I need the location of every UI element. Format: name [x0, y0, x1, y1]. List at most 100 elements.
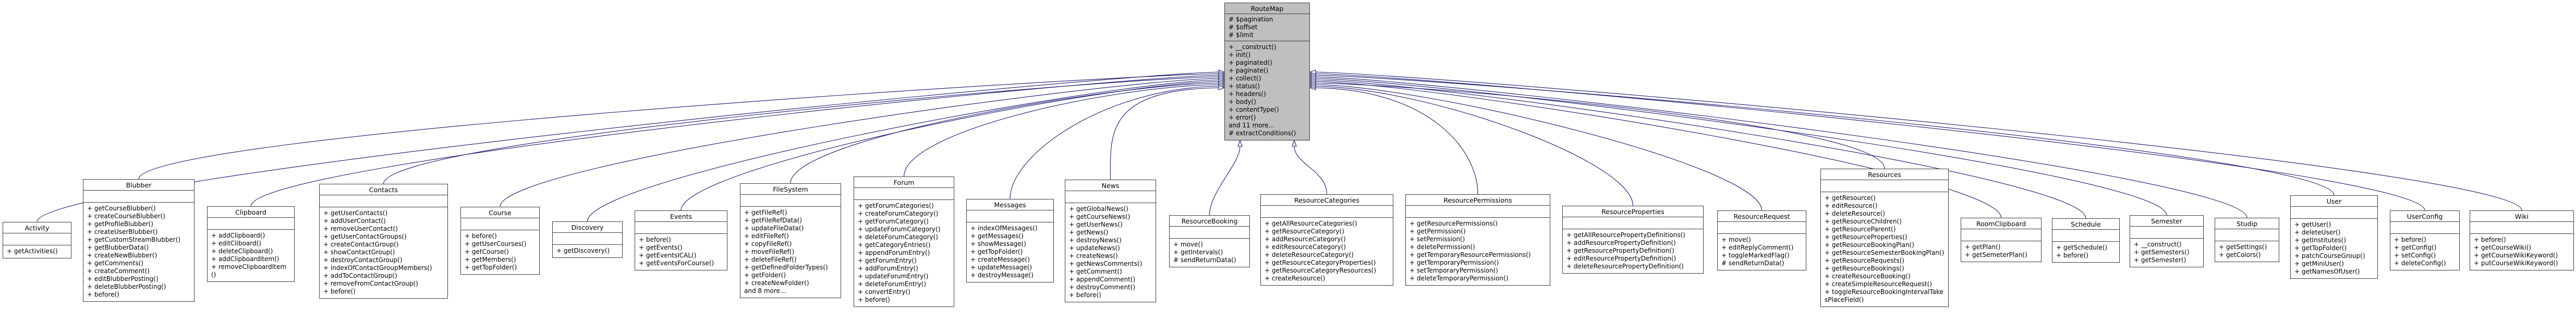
method-line: + deleteForumCategory()	[858, 233, 938, 241]
method-line: + getMiniUser()	[2294, 260, 2344, 267]
method-line: + before()	[1069, 291, 1101, 299]
method-line: + convertEntry()	[858, 288, 910, 296]
inheritance-edge-Clipboard	[250, 75, 1219, 207]
class-methods: + before()+ getEvents()+ getEventsICAL()…	[635, 234, 727, 270]
method-line: + deleteFileRef()	[744, 256, 797, 263]
class-methods: + getForumCategories()+ createForumCateg…	[854, 200, 954, 307]
class-title: ResourceCategories	[1261, 195, 1393, 206]
method-line: + init()	[1229, 51, 1251, 58]
class-methods: + getAllResourcePropertyDefinitions()+ a…	[1563, 229, 1703, 273]
method-line: + getPermission()	[1409, 228, 1466, 235]
method-line: + getUserCourses()	[465, 240, 527, 248]
method-line: + showContactGroup()	[323, 249, 395, 256]
class-title: Blubber	[83, 180, 194, 191]
class-Clipboard[interactable]: Clipboard + addClipboard()+ editCliboard…	[207, 206, 295, 282]
method-line: + toggleResourceBookingIntervalTakesPlac…	[1825, 288, 1943, 303]
class-Discovery[interactable]: Discovery + getDiscovery()	[552, 221, 623, 258]
method-line: + createUserBlubber()	[87, 228, 158, 235]
inheritance-edge-Course	[500, 78, 1219, 207]
method-line: + getMembers()	[465, 256, 516, 263]
class-attributes	[1170, 227, 1249, 239]
class-ResourceRequest[interactable]: ResourceRequest + move()+ editReplyComme…	[1717, 210, 1806, 270]
method-line: + editBlubberPosting()	[87, 275, 159, 282]
method-line: + getFolder()	[744, 272, 786, 279]
class-attributes	[967, 210, 1053, 222]
inheritance-arrowhead-ResourceCategories	[1292, 139, 1297, 147]
inheritance-edge-Events	[681, 81, 1219, 211]
class-attributes	[208, 218, 294, 230]
class-Messages[interactable]: Messages + indexOfMessages()+ getMessage…	[966, 199, 1054, 282]
class-RouteMap[interactable]: RouteMap # $pagination# $offset# $limit …	[1224, 3, 1310, 140]
inheritance-edge-Messages	[1010, 86, 1219, 199]
inheritance-edge-Contacts	[383, 76, 1219, 184]
class-Activity[interactable]: Activity + getActivities()	[3, 222, 71, 258]
class-methods: + getSchedule()+ before()	[2052, 242, 2119, 262]
method-line: + createCourseBlubber()	[87, 213, 165, 220]
method-line: + destroyNews()	[1069, 237, 1122, 244]
class-methods: + getFileRef()+ getFileRefData()+ update…	[740, 207, 841, 298]
method-line: + before()	[2056, 252, 2088, 259]
method-line: + getCourseWikiKeyword()	[2474, 252, 2558, 259]
method-line: + addClipboard()	[211, 232, 265, 239]
method-line: + getFileRefData()	[744, 217, 803, 224]
method-line: + getCourseNews()	[1069, 213, 1131, 220]
method-line: + getResourceBookings()	[1825, 265, 1904, 272]
class-Contacts[interactable]: Contacts + getUserContacts()+ addUserCon…	[319, 184, 448, 299]
class-attributes	[1718, 222, 1806, 234]
class-title: User	[2291, 196, 2377, 207]
class-ResourceProperties[interactable]: ResourceProperties + getAllResourcePrope…	[1562, 206, 1704, 274]
class-attributes	[553, 233, 622, 245]
class-Semester[interactable]: Semester + __construct()+ getSemesters()…	[2130, 215, 2204, 267]
method-line: + before()	[2474, 236, 2506, 243]
inheritance-edge-ResourceCategories	[1294, 146, 1328, 195]
class-methods: + move()+ editReplyComment()+ toggleMark…	[1718, 234, 1806, 270]
class-Resources[interactable]: Resources + getResource()+ editResource(…	[1820, 169, 1949, 307]
method-line: + getCourseBlubber()	[87, 205, 156, 212]
method-line: + move()	[1173, 241, 1203, 248]
method-line: + deleteForumEntry()	[858, 280, 927, 288]
method-line: + createMessage()	[970, 256, 1030, 263]
class-methods: + getActivities()	[3, 245, 71, 258]
inheritance-edge-User	[1315, 75, 2335, 196]
class-RoomClipboard[interactable]: RoomClipboard + getPlan()+ getSemeterPla…	[1961, 218, 2042, 262]
class-News[interactable]: News + getGlobalNews()+ getCourseNews()+…	[1065, 180, 1156, 302]
class-methods: + getAllResourceCategories()+ getResourc…	[1261, 218, 1393, 285]
method-line: + getTemporaryResourcePermissions()	[1409, 251, 1531, 258]
method-line: + deleteConfig()	[2394, 260, 2446, 267]
method-line: + getEventsICAL()	[639, 252, 697, 259]
class-ResourceBooking[interactable]: ResourceBooking + move()+ getIntervals()…	[1169, 215, 1250, 267]
class-title: RouteMap	[1225, 3, 1309, 14]
class-Course[interactable]: Course + before()+ getUserCourses()+ get…	[460, 207, 540, 275]
method-line: + getComments()	[87, 260, 143, 267]
class-Forum[interactable]: Forum + getForumCategories()+ createForu…	[854, 176, 954, 307]
class-methods: + getDiscovery()	[553, 245, 622, 257]
inheritance-edge-Schedule	[1315, 79, 2086, 219]
class-ResourceCategories[interactable]: ResourceCategories + getAllResourceCateg…	[1260, 194, 1393, 286]
inheritance-edge-RoomClipboard	[1315, 81, 2002, 218]
method-line: + getColors()	[2219, 251, 2261, 258]
method-line: + before()	[323, 288, 356, 295]
method-line: + editCliboard()	[211, 240, 261, 247]
class-User[interactable]: User + getUser()+ deleteUser()+ getInsti…	[2290, 195, 2378, 279]
class-FileSystem[interactable]: FileSystem + getFileRef()+ getFileRefDat…	[740, 183, 841, 298]
class-Blubber[interactable]: Blubber + getCourseBlubber()+ createCour…	[83, 179, 195, 302]
class-title: Contacts	[320, 184, 447, 195]
class-UserConfig[interactable]: UserConfig + before()+ getConfig()+ setC…	[2390, 210, 2460, 270]
class-attributes	[3, 233, 71, 245]
class-Events[interactable]: Events + before()+ getEvents()+ getEvent…	[635, 210, 727, 270]
inheritance-edge-Semester	[1315, 78, 2167, 216]
method-line: # extractConditions()	[1229, 129, 1296, 137]
class-attributes	[1563, 217, 1703, 229]
class-Studip[interactable]: Studip + getSettings()+ getColors()	[2215, 218, 2279, 262]
method-line: + setTemporaryPermission()	[1409, 267, 1498, 274]
class-Wiki[interactable]: Wiki + before()+ getCourseWiki()+ getCou…	[2470, 210, 2574, 270]
method-line: and 8 more...	[744, 287, 786, 295]
class-ResourcePermissions[interactable]: ResourcePermissions + getResourcePermiss…	[1405, 194, 1550, 286]
method-line: # sendReturnData()	[1173, 256, 1236, 264]
class-Schedule[interactable]: Schedule + getSchedule()+ before()	[2052, 218, 2120, 263]
method-line: + addClipboardItem()	[211, 255, 280, 263]
class-title: News	[1065, 180, 1156, 191]
method-line: + __construct()	[2134, 241, 2182, 248]
method-line: + deleteResource()	[1825, 210, 1886, 217]
